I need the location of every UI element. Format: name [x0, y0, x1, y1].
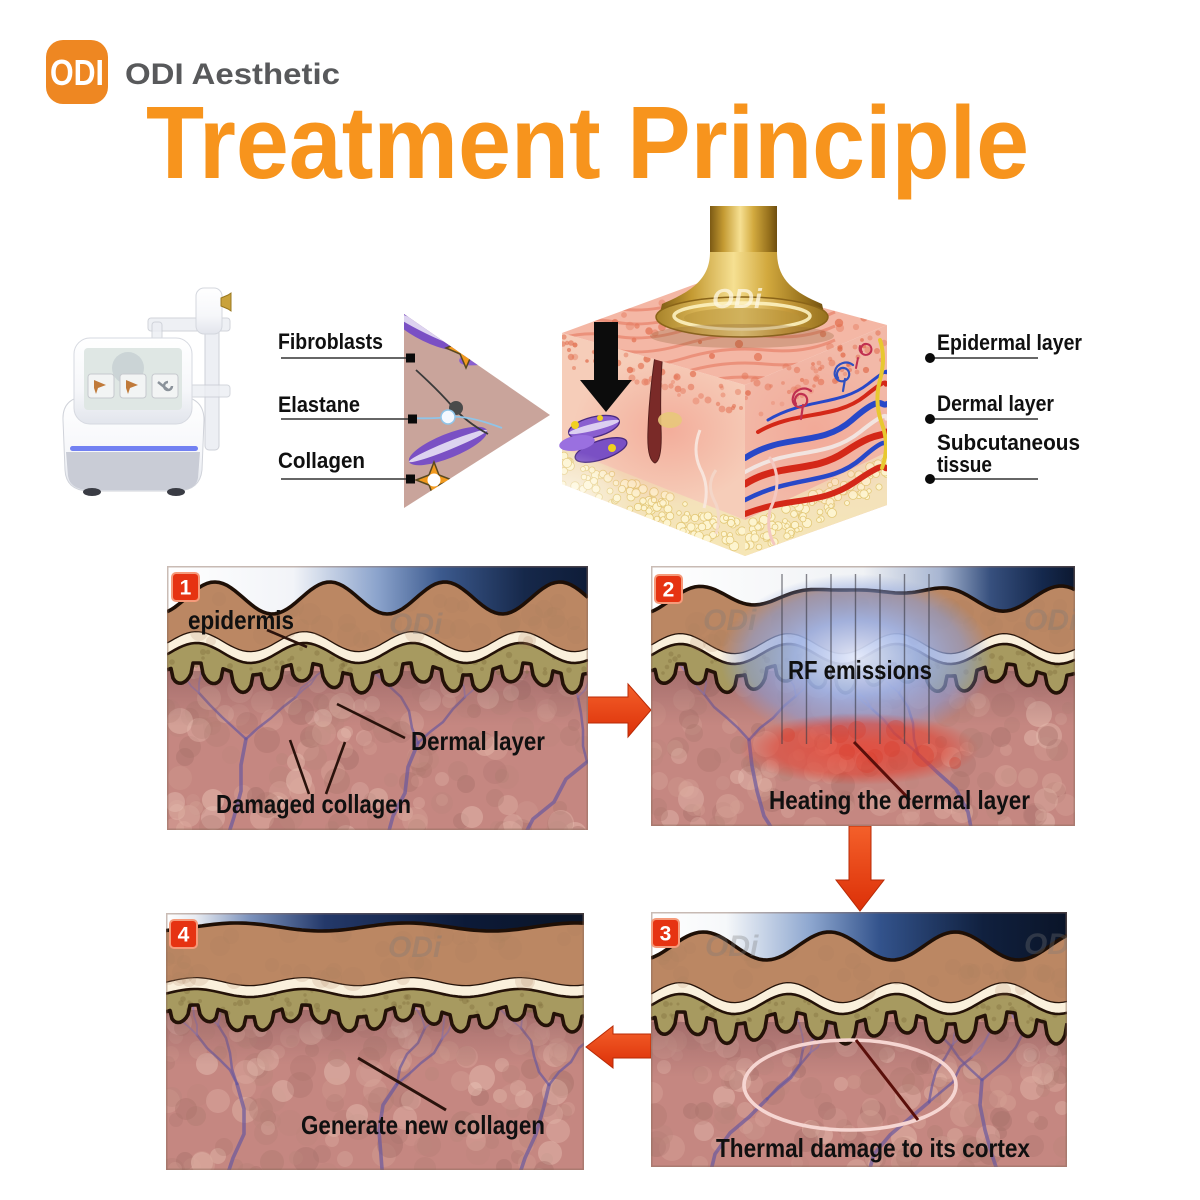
- svg-text:ODi: ODi: [703, 604, 757, 637]
- svg-text:Dermal layer: Dermal layer: [937, 391, 1054, 416]
- svg-text:ODi: ODi: [1024, 928, 1067, 961]
- svg-text:ODi: ODi: [389, 608, 443, 641]
- svg-text:ODi: ODi: [712, 283, 763, 314]
- svg-text:Treatment Principle: Treatment Principle: [146, 85, 1029, 200]
- svg-text:Elastane: Elastane: [278, 392, 360, 417]
- svg-text:epidermis: epidermis: [188, 605, 294, 635]
- svg-text:Subcutaneous: Subcutaneous: [937, 430, 1080, 455]
- svg-text:Fibroblasts: Fibroblasts: [278, 329, 383, 354]
- svg-text:3: 3: [660, 923, 672, 946]
- svg-text:ODi: ODi: [1024, 604, 1075, 637]
- svg-text:4: 4: [178, 924, 190, 947]
- svg-text:Dermal layer: Dermal layer: [411, 726, 545, 756]
- svg-text:ODi: ODi: [388, 931, 442, 964]
- svg-text:Collagen: Collagen: [278, 448, 365, 473]
- svg-text:tissue: tissue: [937, 452, 992, 477]
- svg-text:Heating the dermal layer: Heating the dermal layer: [769, 785, 1030, 815]
- svg-text:ODi: ODi: [705, 930, 759, 963]
- svg-text:1: 1: [180, 577, 192, 600]
- svg-text:RF emissions: RF emissions: [788, 655, 932, 685]
- svg-text:ODI Aesthetic: ODI Aesthetic: [125, 58, 340, 91]
- svg-text:Epidermal layer: Epidermal layer: [937, 330, 1082, 355]
- svg-text:Damaged collagen: Damaged collagen: [216, 789, 411, 819]
- svg-text:ODI: ODI: [50, 52, 104, 93]
- svg-text:2: 2: [663, 579, 675, 602]
- svg-text:Thermal damage to its cortex: Thermal damage to its cortex: [716, 1133, 1030, 1163]
- svg-text:Generate new collagen: Generate new collagen: [301, 1110, 545, 1140]
